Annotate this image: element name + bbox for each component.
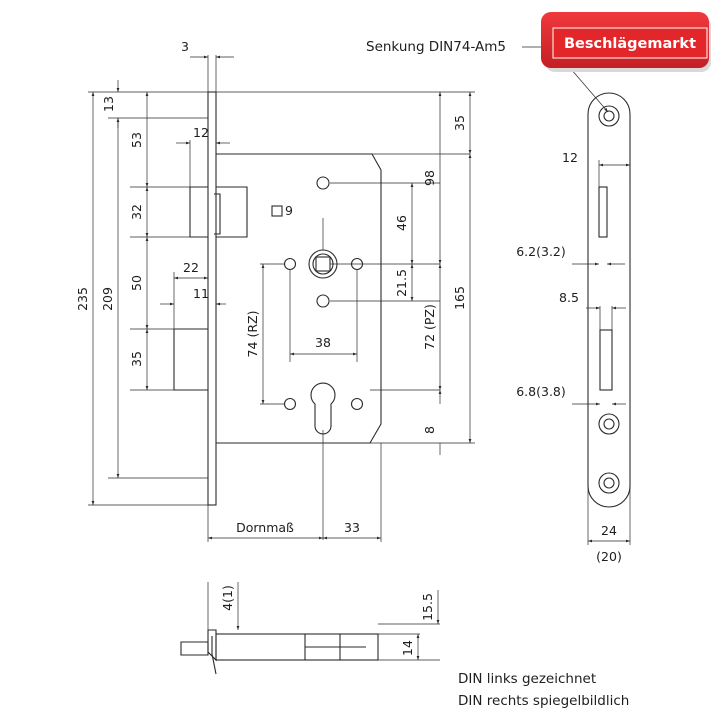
countersink-label: Senkung DIN74-Am5 bbox=[366, 39, 506, 55]
lock-case bbox=[216, 153, 382, 444]
dim-bottom-case: 14 bbox=[400, 640, 415, 656]
dim-bolt-width: 11 bbox=[193, 286, 209, 301]
side-dimension-texts: 12 6.2(3.2) 8.5 6.8(3.8) 24 (20) bbox=[516, 150, 622, 564]
dim-faceplate-thickness: 3 bbox=[181, 39, 189, 54]
brand-logo-text: Beschlägemarkt bbox=[564, 36, 696, 52]
side-screw-bottom-outer bbox=[598, 472, 620, 494]
bottom-dimension-lines bbox=[207, 582, 440, 661]
brand-logo[interactable]: Beschlägemarkt bbox=[541, 12, 711, 72]
case-screw-hole-top bbox=[316, 176, 330, 190]
side-faceplate bbox=[587, 92, 631, 508]
dim-distance-pz: 72 (PZ) bbox=[422, 304, 437, 350]
dim-bottom-height: 15.5 bbox=[420, 593, 435, 621]
dim-faceplate-height: 235 bbox=[75, 287, 90, 311]
front-dimension-lines bbox=[88, 55, 475, 542]
case-screw-hole-mid bbox=[316, 294, 330, 308]
dim-backset-label: Dornmaß bbox=[236, 520, 294, 535]
dim-latch-projection: 12 bbox=[193, 125, 209, 140]
dim-latch-height: 32 bbox=[129, 204, 144, 220]
side-bolt bbox=[599, 329, 613, 391]
dim-spindle-to-lower-screw: 21.5 bbox=[394, 269, 409, 297]
dim-spindle-square: 9 bbox=[285, 203, 293, 218]
note-din-left: DIN links gezeichnet bbox=[458, 671, 596, 687]
side-screw-top-inner bbox=[603, 110, 615, 122]
dim-top-to-case: 35 bbox=[452, 115, 467, 131]
bottom-dimension-texts: 4(1) 15.5 14 bbox=[220, 585, 435, 656]
dim-screw-width: 38 bbox=[315, 335, 331, 350]
dead-bolt bbox=[173, 328, 208, 391]
dim-bolt-height: 35 bbox=[129, 351, 144, 367]
latch-bolt bbox=[189, 186, 248, 238]
side-dimension-lines bbox=[572, 160, 631, 545]
dim-faceplate-width: 24 bbox=[601, 523, 617, 538]
front-dimension-texts: 3 13 53 12 32 50 22 11 35 235 209 35 165… bbox=[75, 39, 467, 535]
side-screw-mid-outer bbox=[598, 413, 620, 435]
dim-bolt-projection: 22 bbox=[183, 260, 199, 275]
square-symbol bbox=[271, 205, 283, 217]
dim-handle-screw-spacing: 74 (RZ) bbox=[245, 311, 260, 358]
side-screw-mid-inner bbox=[603, 418, 615, 430]
spindle-square bbox=[315, 256, 331, 272]
faceplate bbox=[207, 91, 217, 506]
dim-backset-extra: 33 bbox=[344, 520, 360, 535]
dim-latch-from-top: 53 bbox=[129, 132, 144, 148]
drawing-notes: DIN links gezeichnet DIN rechts spiegelb… bbox=[458, 671, 629, 709]
dim-side-offset-b: 6.8(3.8) bbox=[516, 384, 566, 399]
bottom-bolt-tip bbox=[180, 641, 209, 656]
dim-screw-spacing: 209 bbox=[100, 287, 115, 311]
dim-side-latch: 12 bbox=[562, 150, 578, 165]
cylinder-screw-hole-right bbox=[350, 397, 364, 411]
brand-logo-inner bbox=[552, 27, 708, 59]
bottom-cylinder-mark bbox=[304, 634, 366, 660]
dim-cylinder-bottom: 8 bbox=[422, 426, 437, 434]
side-screw-top-outer bbox=[598, 105, 620, 127]
dim-spindle-to-upper-screw: 46 bbox=[394, 215, 409, 231]
bottom-case bbox=[215, 633, 379, 661]
dim-side-bolt: 8.5 bbox=[559, 290, 579, 305]
bottom-faceplate-slant bbox=[211, 636, 217, 675]
dim-faceplate-width-alt: (20) bbox=[596, 549, 622, 564]
cylinder-hole bbox=[310, 382, 336, 435]
dim-top-offset: 13 bbox=[101, 96, 116, 112]
side-view bbox=[587, 92, 631, 508]
dim-bottom-step: 4(1) bbox=[220, 585, 235, 611]
dim-handle-from-top: 98 bbox=[422, 170, 437, 186]
note-din-right: DIN rechts spiegelbildlich bbox=[458, 693, 629, 709]
cylinder-screw-hole-left bbox=[283, 397, 297, 411]
side-screw-bottom-inner bbox=[603, 477, 615, 489]
side-latch bbox=[598, 186, 608, 238]
dim-case-height: 165 bbox=[452, 286, 467, 310]
handle-screw-hole-left bbox=[283, 257, 297, 271]
dim-latch-to-bolt: 50 bbox=[129, 275, 144, 291]
bottom-view bbox=[180, 629, 379, 675]
dim-side-offset-a: 6.2(3.2) bbox=[516, 244, 566, 259]
